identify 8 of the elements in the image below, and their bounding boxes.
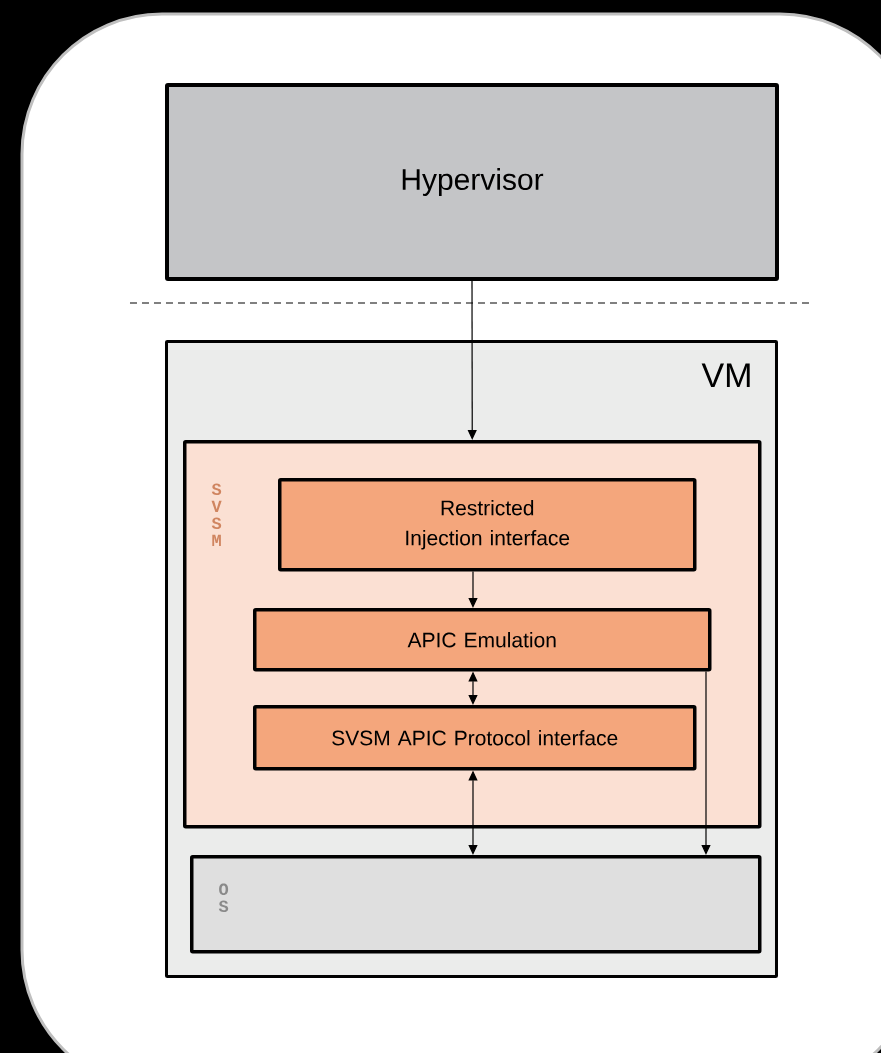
interface-box: Restricted Injection interface [278, 478, 697, 572]
emulation-box: APIC Emulation [253, 608, 712, 672]
arrow [701, 670, 711, 855]
os-box: OS [190, 855, 762, 954]
hypervisor-box: Hypervisor [165, 83, 779, 281]
interface-box: SVSM APIC Protocol interface [253, 705, 697, 771]
arrow [467, 280, 477, 440]
arrow [468, 570, 478, 608]
